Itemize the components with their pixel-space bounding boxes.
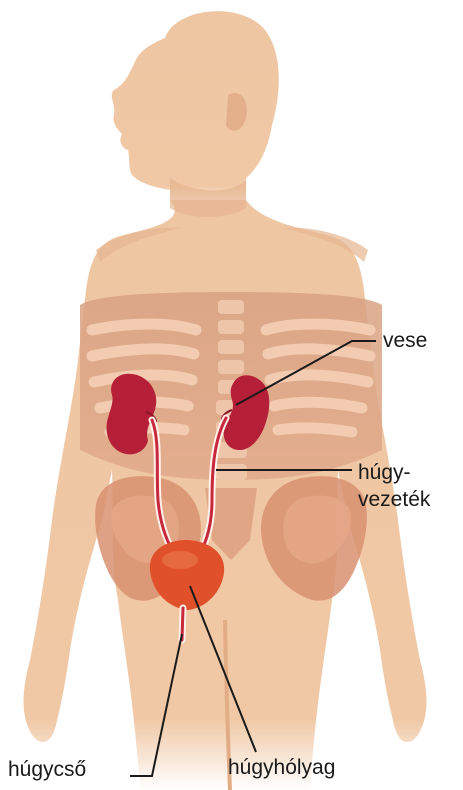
label-kidney: vese (383, 328, 427, 353)
label-urethra: húgycső (8, 757, 86, 782)
head (112, 11, 279, 210)
bladder-highlight (162, 551, 198, 569)
label-bladder: húgyhólyag (228, 755, 335, 780)
label-ureter-line1: húgy- (358, 460, 411, 485)
label-ureter-line2: vezeték (358, 487, 430, 512)
